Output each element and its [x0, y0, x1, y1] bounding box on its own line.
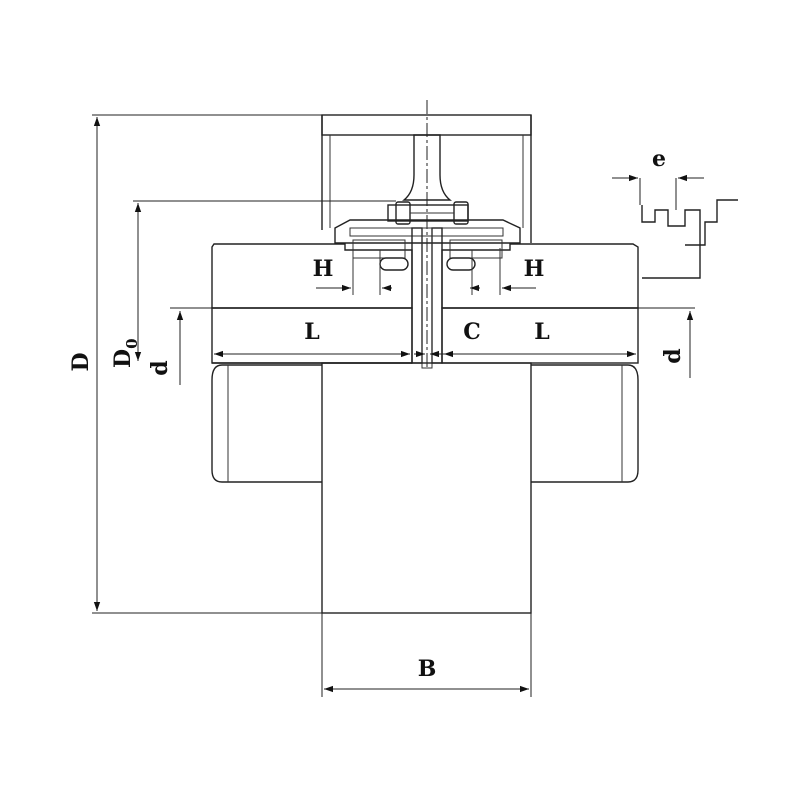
dimension-L-right: L	[444, 319, 636, 358]
label-D: D	[68, 352, 94, 371]
label-H-right: H	[524, 256, 545, 282]
label-B: B	[418, 656, 437, 682]
dimension-d-left: d	[147, 311, 184, 385]
label-L-right: L	[534, 319, 549, 345]
dimension-d-right: d	[660, 311, 694, 378]
label-L-left: L	[304, 319, 319, 345]
label-e: e	[652, 146, 666, 172]
lower-body	[211, 362, 639, 614]
label-D0: D0	[110, 338, 141, 368]
label-C: C	[463, 319, 481, 345]
dimension-H-left: H	[313, 256, 392, 292]
dimension-D: D	[68, 117, 101, 611]
label-D0-sub: 0	[123, 338, 141, 348]
dimension-C: C	[414, 319, 481, 358]
extension-lines	[92, 114, 695, 697]
label-D0-main: D	[110, 349, 136, 368]
label-d-right: d	[660, 348, 686, 363]
dimension-H-right: H	[470, 256, 545, 292]
dimension-B: B	[324, 656, 529, 693]
dimension-L-left: L	[214, 319, 410, 358]
label-H-left: H	[313, 256, 334, 282]
dimension-D0: D0	[110, 203, 142, 368]
label-d-left: d	[147, 360, 173, 375]
detail-e: e	[612, 146, 738, 279]
elastic-pins	[352, 239, 503, 295]
